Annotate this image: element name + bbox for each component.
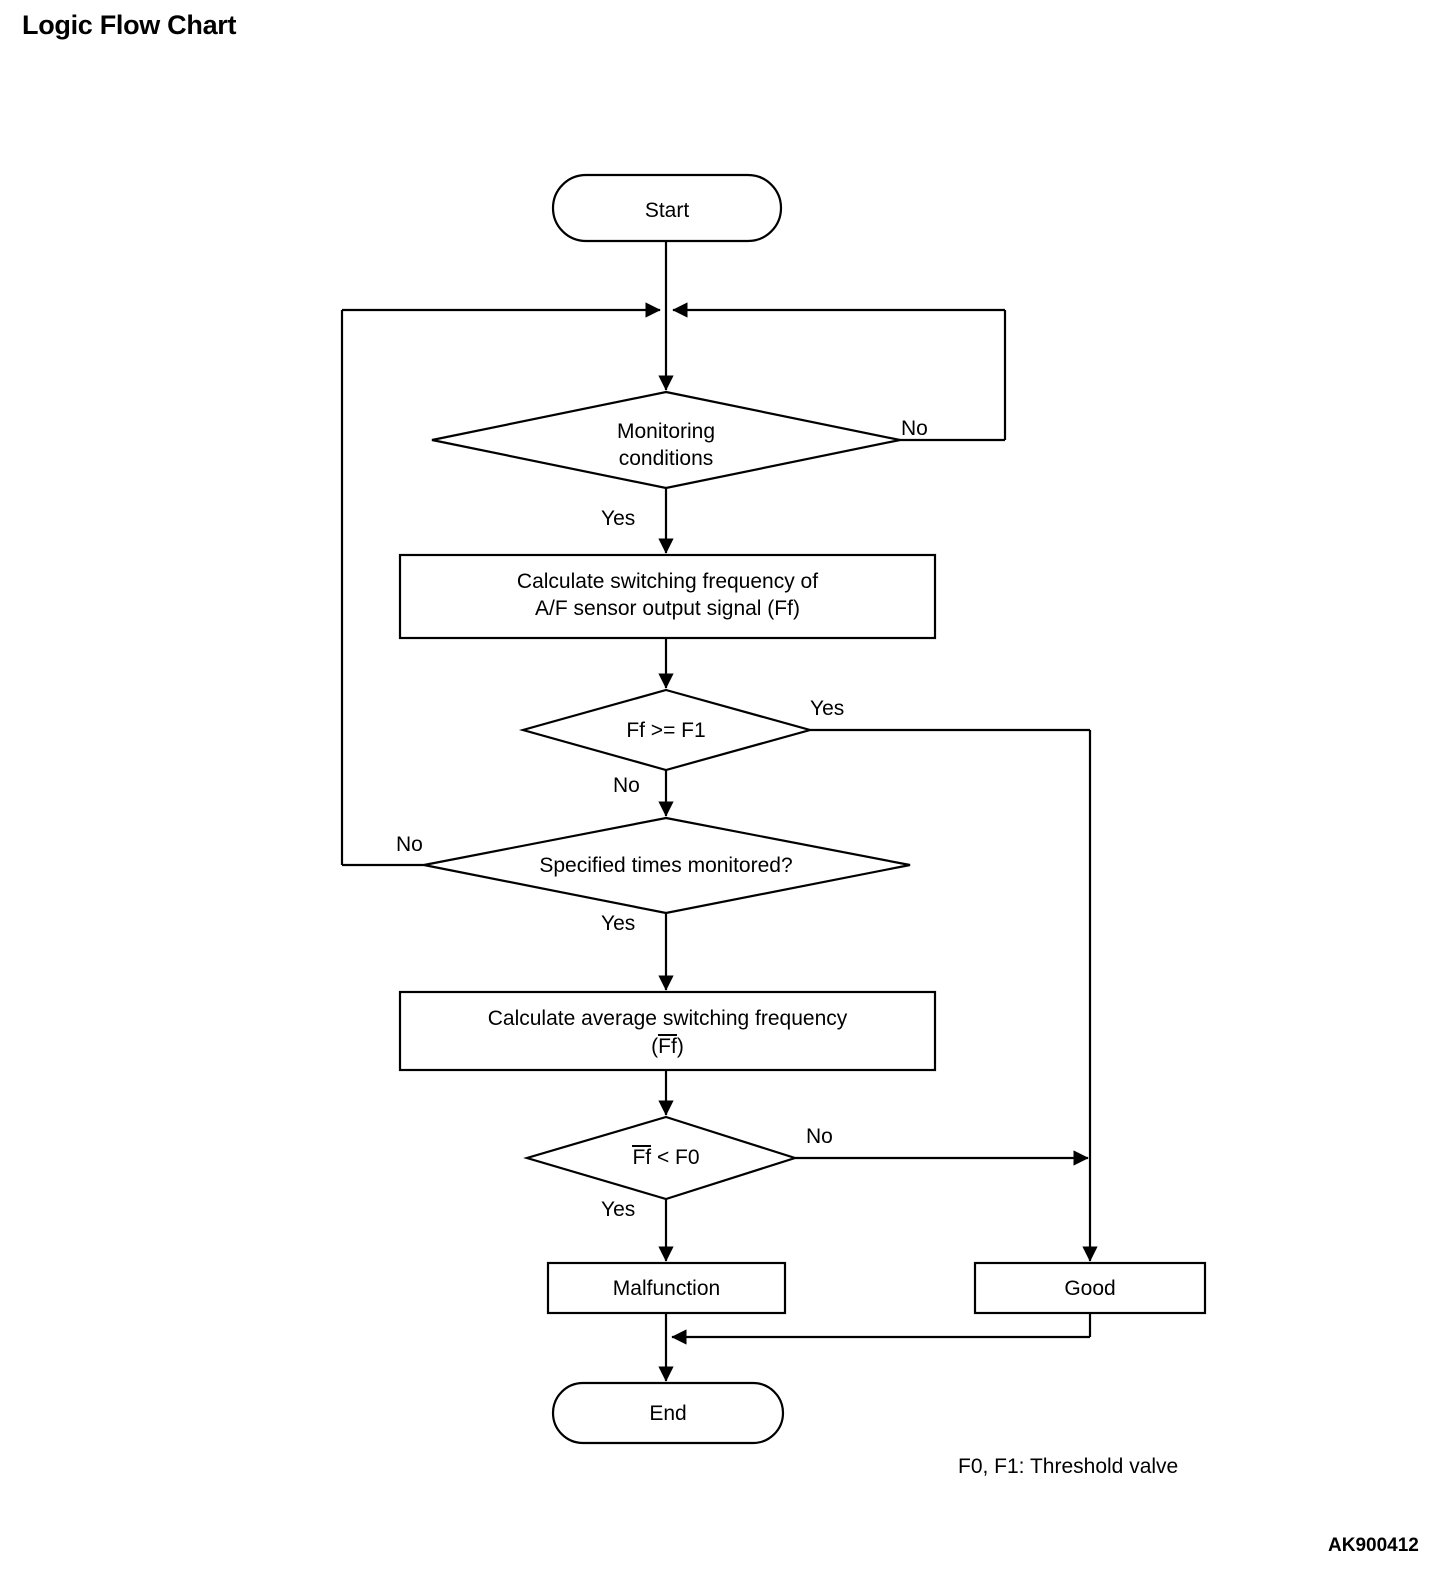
edge-label-ff-ge-f1-yes: Yes <box>810 697 845 720</box>
node-end-shape <box>551 1381 785 1445</box>
node-ff-ge-f1-label: Ff >= F1 <box>626 719 706 742</box>
node-specified-times-monitored-label: Specified times monitored? <box>539 854 793 877</box>
node-avg-lt-f0-label: Ff < F0 <box>632 1145 700 1169</box>
edge-label-specified-yes: Yes <box>601 912 636 935</box>
edge-label-monitoring-yes: Yes <box>601 507 636 530</box>
edge-label-monitoring-no: No <box>901 417 928 440</box>
node-malfunction-label: Malfunction <box>612 1277 721 1300</box>
node-calc-switching-frequency-shape <box>398 553 937 640</box>
edge-label-compare-no: No <box>806 1125 833 1148</box>
node-calc-average-frequency-shape <box>398 990 937 1072</box>
node-monitoring-conditions-label: Monitoring conditions <box>616 420 716 470</box>
node-end-label: End <box>649 1402 687 1425</box>
node-good-label: Good <box>1064 1277 1116 1300</box>
node-calc-switching-frequency-label: Calculate switching frequency of A/F sen… <box>516 570 819 620</box>
edge-label-compare-yes: Yes <box>601 1198 636 1221</box>
node-start-label: Start <box>644 199 690 222</box>
edge-label-specified-no: No <box>396 833 423 856</box>
figure-code: AK900412 <box>1328 1535 1419 1556</box>
edge-label-ff-ge-f1-no: No <box>613 774 640 797</box>
node-calc-average-frequency-label: Calculate average switching frequency (F… <box>487 1007 848 1058</box>
page-title: Logic Flow Chart <box>22 10 237 40</box>
threshold-note: F0, F1: Threshold valve <box>958 1455 1179 1478</box>
